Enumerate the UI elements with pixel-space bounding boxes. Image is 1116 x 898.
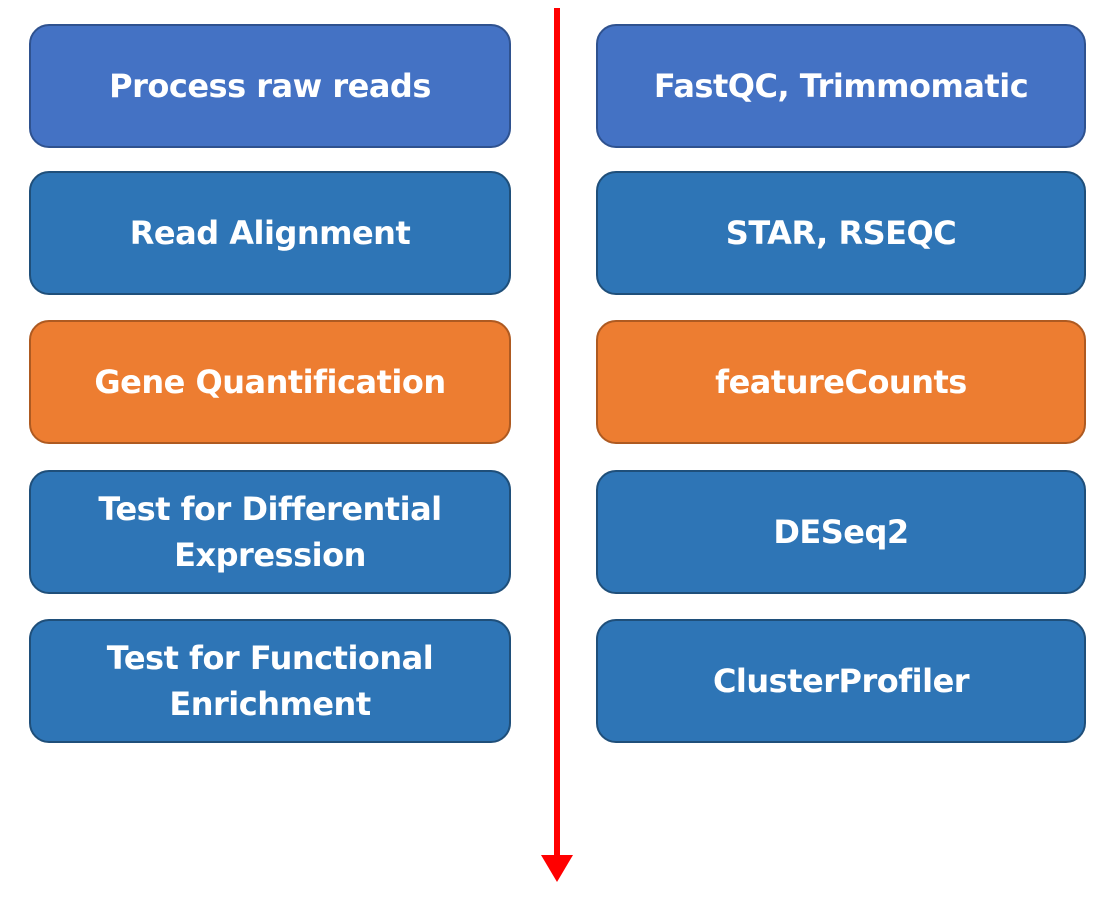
step-label: Gene Quantification: [94, 363, 446, 401]
step-differential-expression: Test for Differential Expression: [29, 470, 511, 594]
step-process-raw-reads: Process raw reads: [29, 24, 511, 148]
step-read-alignment: Read Alignment: [29, 171, 511, 295]
tool-deseq2: DESeq2: [596, 470, 1086, 594]
tool-label: ClusterProfiler: [712, 662, 970, 700]
step-label: Process raw reads: [109, 67, 431, 105]
tool-label: DESeq2: [773, 513, 909, 551]
tool-featurecounts: featureCounts: [596, 320, 1086, 444]
tool-label: FastQC, Trimmomatic: [653, 67, 1029, 105]
step-label-line-1: Test for Differential: [98, 490, 442, 528]
step-label-line-2: Expression: [174, 536, 366, 574]
step-label-line-2: Enrichment: [169, 685, 371, 723]
tool-clusterprofiler: ClusterProfiler: [596, 619, 1086, 743]
step-label: Read Alignment: [129, 214, 411, 252]
step-functional-enrichment: Test for Functional Enrichment: [29, 619, 511, 743]
step-label-line-1: Test for Functional: [106, 639, 434, 677]
tool-label: featureCounts: [715, 363, 967, 401]
step-gene-quantification: Gene Quantification: [29, 320, 511, 444]
tool-label: STAR, RSEQC: [725, 214, 957, 252]
flow-arrow-head: [541, 855, 573, 882]
tool-star-rseqc: STAR, RSEQC: [596, 171, 1086, 295]
tool-fastqc-trimmomatic: FastQC, Trimmomatic: [596, 24, 1086, 148]
